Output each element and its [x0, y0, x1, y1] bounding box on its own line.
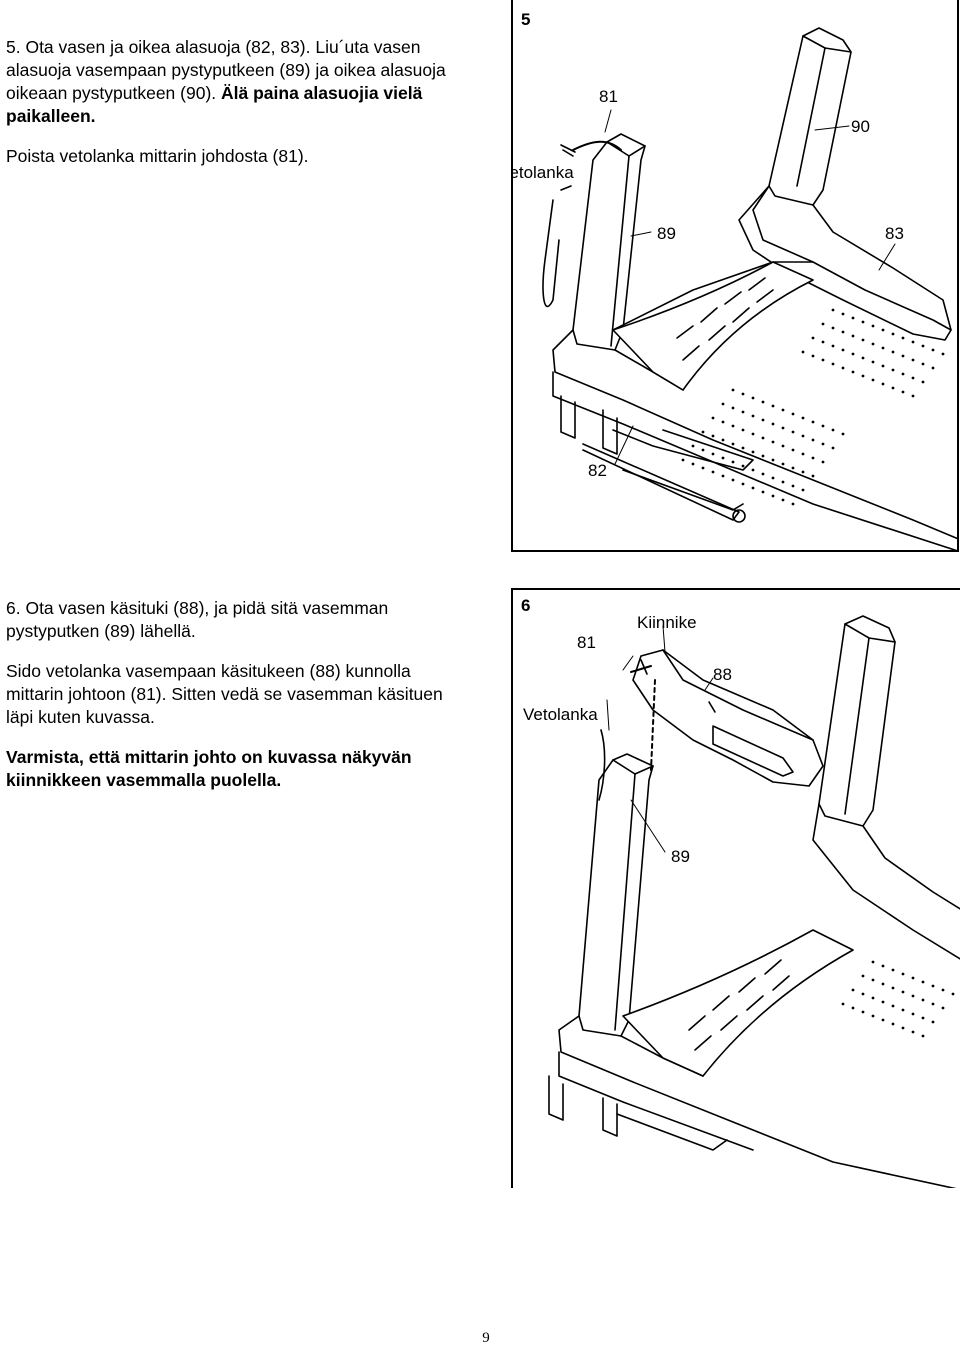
figure-6-number: 6 [521, 596, 531, 615]
figure-5: 5 81 90 Vetolanka 89 83 82 [511, 0, 959, 552]
step6-line-3: Sido vetolanka vasempaan käsitukeen (88)… [6, 661, 411, 681]
step5-line-2: alasuoja vasempaan pystyputkeen (89) ja … [6, 60, 446, 80]
callout-83: 83 [885, 224, 904, 243]
callout-89: 89 [657, 224, 676, 243]
step6-line-5: läpi kuten kuvassa. [6, 707, 155, 727]
figure-5-number: 5 [521, 10, 531, 29]
callout-vetolanka: Vetolanka [523, 705, 598, 724]
step6-line-4: mittarin johtoon (81). Sitten vedä se va… [6, 684, 443, 704]
step5-line-5: Poista vetolanka mittarin johdosta (81). [6, 146, 309, 166]
callout-kiinnike: Kiinnike [637, 613, 697, 632]
step6-line-1: 6. Ota vasen käsituki (88), ja pidä sitä… [6, 598, 389, 618]
step5-line-1: 5. Ota vasen ja oikea alasuoja (82, 83).… [6, 37, 421, 57]
figure-6-drawing [548, 615, 960, 1188]
figure-6: 6 Kiinnike 81 88 Vetolanka 89 [511, 588, 960, 1188]
step6-line-2: pystyputken (89) lähellä. [6, 621, 196, 641]
step6-instructions: 6. Ota vasen käsituki (88), ja pidä sitä… [6, 597, 506, 792]
callout-88: 88 [713, 665, 732, 684]
step5-warning-end: paikalleen. [6, 106, 96, 126]
step5-line-3: oikeaan pystyputkeen (90). Älä paina ala… [6, 82, 506, 105]
callout-90: 90 [851, 117, 870, 136]
step6-warning-start: Varmista, että mittarin johto on kuvassa… [6, 747, 412, 767]
step5-warning-start: Älä paina alasuojia vielä [221, 83, 423, 103]
step6-warning-end: kiinnikkeen vasemmalla puolella. [6, 770, 282, 790]
step5-instructions: 5. Ota vasen ja oikea alasuoja (82, 83).… [6, 36, 506, 168]
callout-89: 89 [671, 847, 690, 866]
step5-line-3-normal: oikeaan pystyputkeen (90). [6, 83, 221, 103]
callout-81: 81 [599, 87, 618, 106]
callout-81: 81 [577, 633, 596, 652]
callout-82: 82 [588, 461, 607, 480]
figure-5-drawing [542, 27, 957, 550]
callout-vetolanka: Vetolanka [513, 163, 574, 182]
page-number: 9 [482, 1330, 490, 1346]
